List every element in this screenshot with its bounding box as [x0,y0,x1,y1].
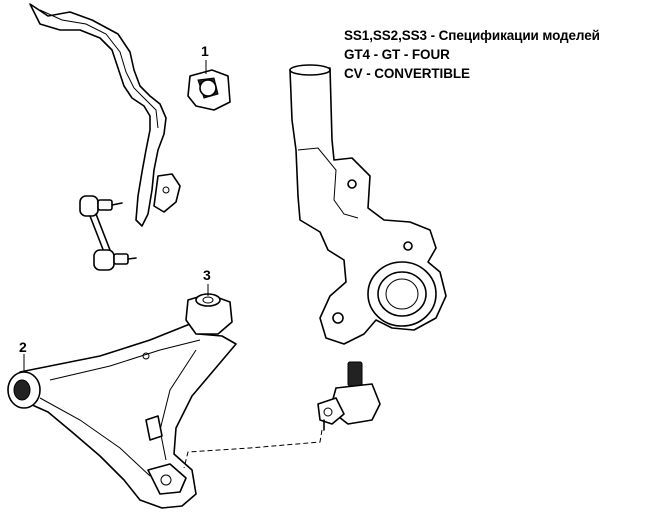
stabilizer-bar [29,3,181,227]
assembly-line [183,429,323,469]
callout-number-2: 2 [19,339,27,355]
callout-number-3: 3 [203,267,211,283]
model-legend: SS1,SS2,SS3 - Спецификации моделей GT4 -… [344,26,600,83]
legend-line-specs: SS1,SS2,SS3 - Спецификации моделей [344,28,600,43]
lower-control-arm [7,293,237,509]
steering-knuckle [289,64,447,345]
legend-line-cv: CV - CONVERTIBLE [344,66,470,81]
stabilizer-link [79,195,137,271]
callout-number-1: 1 [201,43,209,59]
ball-joint [317,361,381,431]
legend-line-gt4: GT4 - GT - FOUR [344,47,450,62]
stabilizer-bushing [187,69,231,111]
